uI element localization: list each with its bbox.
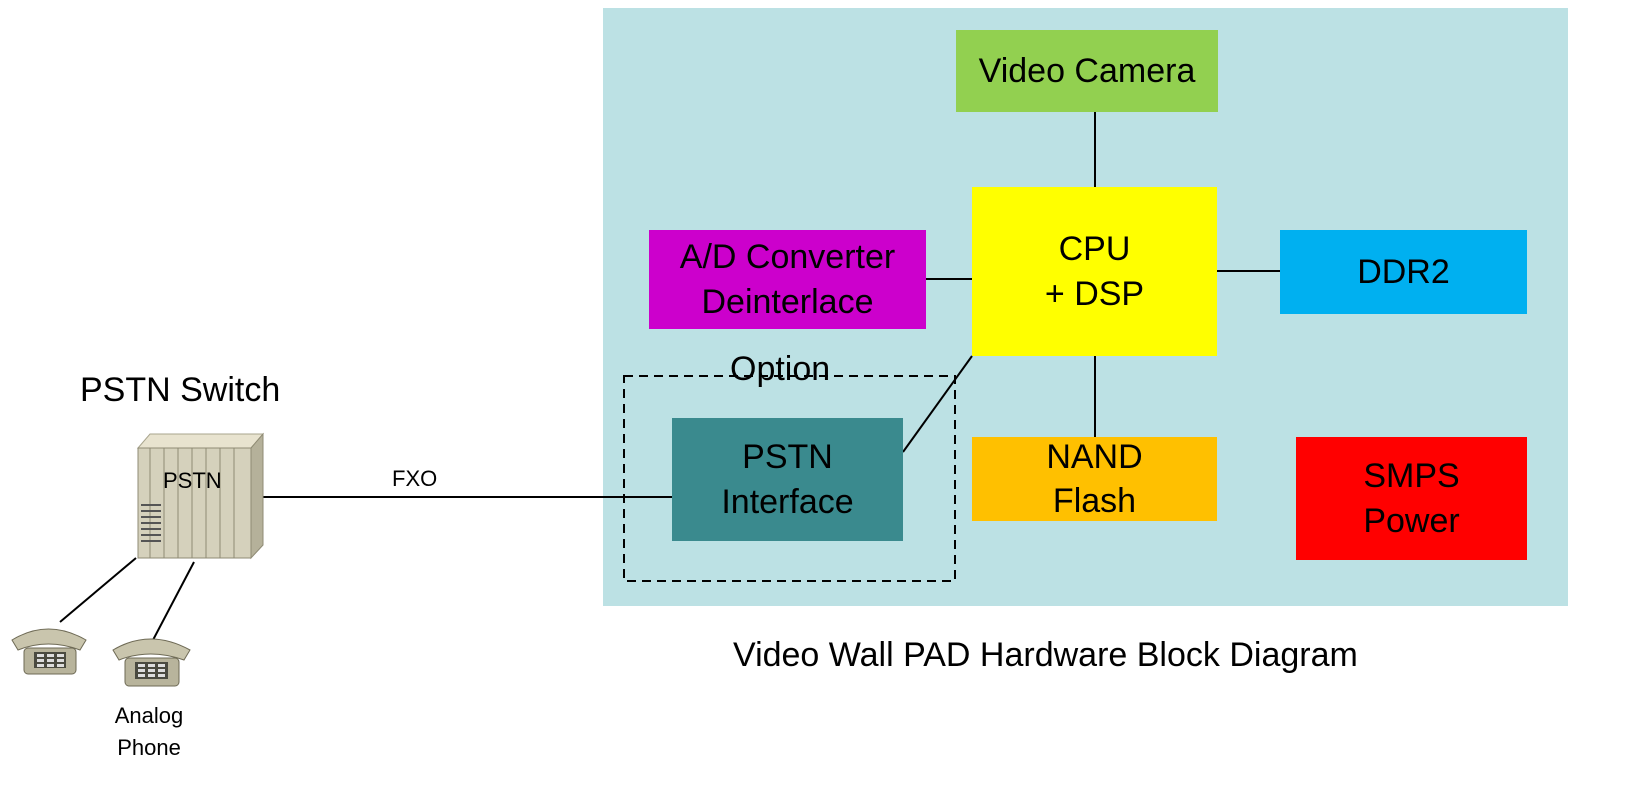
video-camera-block: Video Camera — [956, 30, 1218, 112]
pstn-device-label: PSTN — [163, 468, 222, 493]
phone-icon — [112, 638, 191, 687]
nand-flash-block: NAND Flash — [972, 437, 1217, 521]
phone-icon — [11, 628, 87, 675]
pstn-switch-title: PSTN Switch — [80, 371, 281, 409]
pstn-interface-block: PSTN Interface — [672, 418, 903, 541]
line-switch-phone-2 — [152, 561, 195, 641]
option-label: Option — [730, 350, 831, 388]
ad-converter-block: A/D Converter Deinterlace — [649, 230, 926, 329]
option-box — [623, 375, 956, 582]
fxo-label: FXO — [392, 466, 438, 491]
line-switch-phone-1 — [59, 557, 137, 623]
smps-power-block: SMPS Power — [1296, 437, 1527, 560]
analog-phone-label: Analog Phone — [114, 703, 184, 760]
diagram-caption: Video Wall PAD Hardware Block Diagram — [733, 636, 1358, 674]
line-cpu-pstn — [902, 355, 973, 453]
ddr2-block: DDR2 — [1280, 230, 1527, 314]
cpu-block: CPU + DSP — [972, 187, 1217, 356]
pstn-switch-icon — [136, 432, 265, 560]
